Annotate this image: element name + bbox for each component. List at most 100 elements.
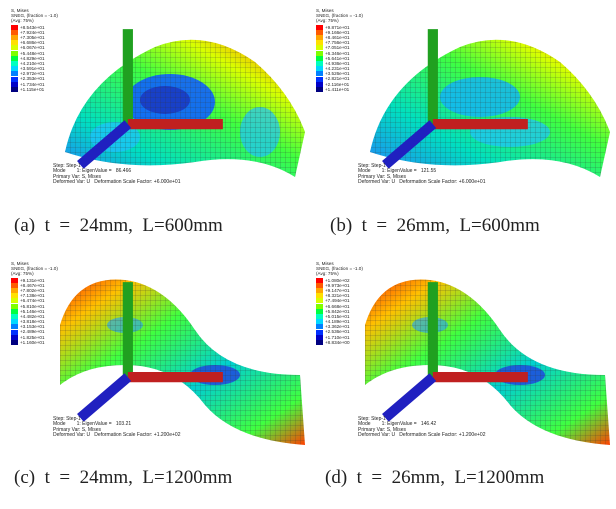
legend-row: +3.591e+01: [11, 66, 58, 72]
legend-swatch: [11, 86, 18, 92]
legend-swatch: [11, 61, 18, 67]
legend-scale: +8.543e+01+7.924e+01+7.305e+01+6.686e+01…: [11, 25, 58, 92]
legend-value: +3.362e+01: [325, 324, 350, 330]
legend-scale: +9.871e+01+9.166e+01+8.461e+01+7.756e+01…: [316, 25, 363, 92]
legend-row: +9.871e+01: [316, 25, 363, 30]
legend-option: SNEG, (fraction = -1.0): [11, 13, 58, 19]
legend-row: +8.467e+01: [11, 283, 58, 288]
legend-swatch: [11, 329, 18, 335]
legend-swatch: [11, 308, 18, 314]
legend-value: +8.467e+01: [20, 282, 45, 288]
legend-row: +5.842e+01: [316, 309, 363, 314]
legend-swatch: [316, 40, 323, 46]
legend-row: +2.353e+01: [11, 76, 58, 82]
legend-row: +1.825e+01: [11, 335, 58, 340]
legend-row: +1.080e+02: [316, 278, 363, 283]
legend-swatch: [11, 303, 18, 309]
legend-row: +4.829e+01: [11, 56, 58, 61]
legend-swatch: [316, 24, 323, 30]
legend-swatch: [316, 334, 323, 340]
legend-swatch: [11, 288, 18, 294]
legend-row: +4.189e+01: [316, 319, 363, 325]
legend-row: +5.641e+01: [316, 56, 363, 61]
legend-value: +5.641e+01: [325, 55, 350, 61]
contour-legend-d: S, Mises SNEG, (fraction = -1.0) (Avg: 7…: [316, 261, 363, 345]
legend-row: +8.461e+01: [316, 34, 363, 41]
legend-swatch: [11, 298, 18, 304]
contour-plot-a: S, Mises SNEG, (fraction = -1.0) (Avg: 7…: [5, 2, 305, 192]
legend-row: +1.734e+01: [11, 82, 58, 87]
legend-swatch: [316, 277, 323, 283]
legend-row: +5.448e+01: [11, 51, 58, 56]
legend-swatch: [316, 319, 323, 325]
legend-value: +8.834e+00: [325, 339, 350, 345]
legend-row: +6.668e+01: [316, 304, 363, 309]
legend-value: +8.321e+01: [325, 293, 350, 299]
caption-a: (a) t = 24mm, L=600mm: [14, 215, 223, 236]
legend-swatch: [316, 324, 323, 330]
legend-row: +9.973e+01: [316, 283, 363, 288]
legend-value: +7.051e+01: [325, 45, 350, 51]
legend-row: +8.321e+01: [316, 293, 363, 299]
legend-swatch: [316, 81, 323, 87]
legend-row: +6.346e+01: [316, 51, 363, 56]
legend-swatch: [11, 66, 18, 72]
legend-row: +6.686e+01: [11, 40, 58, 46]
legend-value: +8.461e+01: [325, 34, 350, 40]
legend-value: +3.526e+01: [325, 71, 350, 77]
legend-row: +8.834e+00: [316, 340, 363, 345]
legend-row: +1.115e+01: [11, 87, 58, 92]
legend-row: +4.210e+01: [11, 61, 58, 67]
legend-value: +4.936e+01: [325, 60, 350, 66]
legend-row: +9.166e+01: [316, 30, 363, 35]
legend-value: +4.189e+01: [325, 319, 350, 325]
step-info-c: Step: Step-1 Mode 1: EigenValue = 103.21…: [53, 415, 181, 439]
legend-row: +1.160e+01: [11, 340, 58, 345]
legend-row: +7.756e+01: [316, 40, 363, 46]
legend-value: +6.474e+01: [20, 298, 45, 304]
legend-value: +6.686e+01: [20, 40, 45, 46]
legend-value: +9.871e+01: [325, 24, 350, 30]
legend-swatch: [11, 282, 18, 288]
legend-row: +9.147e+01: [316, 288, 363, 294]
legend-value: +5.448e+01: [20, 50, 45, 56]
legend-value: +4.231e+01: [325, 66, 350, 72]
legend-row: +3.818e+01: [11, 319, 58, 325]
contour-plot-c: S, Mises SNEG, (fraction = -1.0) (Avg: 7…: [5, 255, 305, 445]
legend-row: +2.489e+01: [11, 329, 58, 335]
legend-value: +7.924e+01: [20, 29, 45, 35]
legend-swatch: [11, 319, 18, 325]
legend-averaging: (Avg: 75%): [11, 18, 34, 24]
legend-swatch: [11, 81, 18, 87]
legend-swatch: [11, 339, 18, 345]
legend-value: +2.116e+01: [325, 81, 350, 87]
contour-legend-a: S, Mises SNEG, (fraction = -1.0) (Avg: 7…: [11, 8, 58, 92]
legend-value: +3.153e+01: [20, 324, 45, 330]
legend-row: +7.138e+01: [11, 293, 58, 299]
legend-row: +4.482e+01: [11, 313, 58, 320]
legend-swatch: [11, 29, 18, 35]
legend-swatch: [11, 334, 18, 340]
axis-triad-icon: [382, 282, 528, 422]
legend-value: +9.131e+01: [20, 277, 45, 283]
legend-value: +3.818e+01: [20, 319, 45, 325]
axis-triad-icon: [77, 29, 223, 169]
contour-plot-d: S, Mises SNEG, (fraction = -1.0) (Avg: 7…: [310, 255, 610, 445]
legend-value: +9.973e+01: [325, 282, 350, 288]
legend-swatch: [11, 293, 18, 299]
axis-triad-icon: [382, 29, 528, 169]
legend-value: +6.668e+01: [325, 303, 350, 309]
legend-swatch: [316, 61, 323, 67]
legend-value: +4.829e+01: [20, 55, 45, 61]
legend-row: +4.936e+01: [316, 60, 363, 67]
legend-value: +4.482e+01: [20, 313, 45, 319]
legend-swatch: [316, 66, 323, 72]
legend-value: +3.591e+01: [20, 66, 45, 72]
legend-swatch: [316, 71, 323, 77]
legend-swatch: [316, 86, 323, 92]
legend-value: +1.160e+01: [20, 339, 45, 345]
legend-row: +7.051e+01: [316, 45, 363, 51]
legend-value: +2.536e+01: [325, 329, 350, 335]
legend-value: +6.067e+01: [20, 45, 45, 51]
caption-d: (d) t = 26mm, L=1200mm: [325, 467, 545, 488]
